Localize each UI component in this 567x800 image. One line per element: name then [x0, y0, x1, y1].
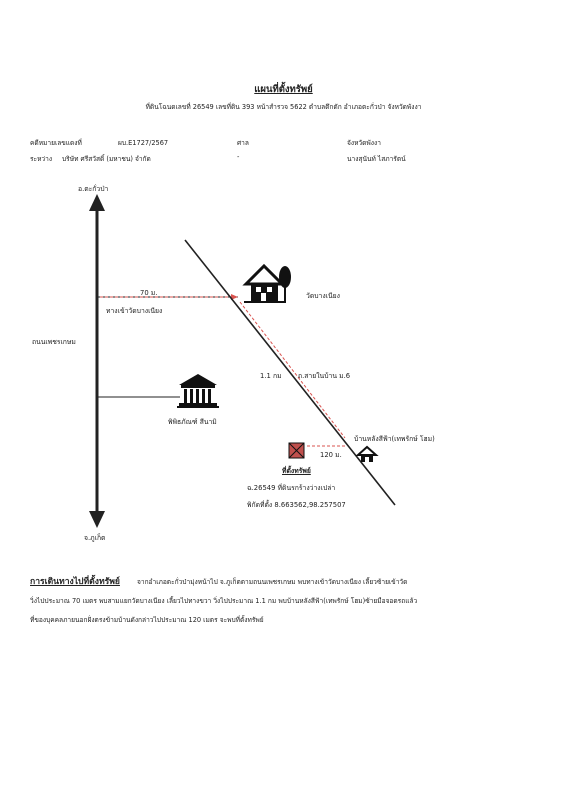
directions-heading: การเดินทางไปที่ตั้งทรัพย์: [30, 577, 120, 587]
museum-icon: [177, 374, 219, 408]
north-destination-label: อ.ตะกั่วป่า: [78, 185, 109, 193]
map-subtitle: ที่ดินโฉนดเลขที่ 26549 เลขที่ดิน 393 หน้…: [145, 103, 422, 111]
branch-route-arrow-icon: [231, 294, 238, 300]
blue-house-label: บ้านหลังสีฟ้า(เทพรักษ์ โฮม): [354, 435, 435, 443]
between-label: ระหว่าง: [30, 155, 53, 163]
south-arrow-icon: [89, 511, 105, 528]
village-road: [184, 239, 396, 506]
court-name: จังหวัดพังงา: [347, 139, 381, 147]
village-road-distance-label: 1.1 กม: [260, 372, 282, 380]
main-road: [89, 194, 105, 528]
museum-label: พิพิธภัณฑ์ สีนามิ: [168, 418, 217, 426]
map-title: แผนที่ตั้งทรัพย์: [254, 84, 313, 95]
property-detail: ฉ.26549 ที่ดินรกร้างว่างเปล่า: [247, 484, 336, 492]
property-label: ที่ตั้งทรัพย์: [282, 467, 311, 475]
defendant-name: นางสุนันท์ ไสภารัตน์: [347, 155, 406, 163]
house-icon: [355, 445, 379, 462]
south-destination-label: จ.ภูเก็ต: [84, 534, 106, 542]
property-coordinates: พิกัดที่ตั้ง 8.663562,98.257507: [247, 501, 346, 509]
branch-road-label: ทางเข้าวัดบางเนียง: [106, 307, 163, 315]
property-marker-icon: [288, 442, 305, 459]
main-road-label: ถนนเพชรเกษม: [32, 338, 76, 346]
north-arrow-icon: [89, 194, 105, 211]
village-road-dashed-route: [239, 301, 346, 439]
directions-line-1: จากอำเภอตะกั่วป่ามุ่งหน้าไป จ.ภูเก็ตตามถ…: [137, 578, 408, 586]
village-road-label: ถ.สายในบ้าน ม.6: [298, 372, 351, 380]
dash-separator: -: [237, 153, 240, 161]
plaintiff-name: บริษัท ศรีสวัสดิ์ (มหาชน) จำกัด: [62, 155, 151, 163]
last-distance-label: 120 ม.: [320, 451, 342, 459]
directions-line-3: ที่ของบุคคลภายนอกฝั่งตรงข้ามบ้านดังกล่าว…: [30, 616, 264, 624]
temple-icon: [242, 263, 291, 303]
branch-distance-label: 70 ม.: [140, 289, 158, 297]
temple-label: วัดบางเนียง: [306, 292, 340, 300]
court-label: ศาล: [237, 139, 249, 147]
case-number-label: คดีหมายเลขแดงที่: [30, 139, 82, 147]
directions-line-2: วิ่งไปประมาณ 70 เมตร พบสามแยกวัดบางเนียง…: [30, 597, 418, 605]
case-number: ผบ.E1727/2567: [118, 139, 169, 147]
